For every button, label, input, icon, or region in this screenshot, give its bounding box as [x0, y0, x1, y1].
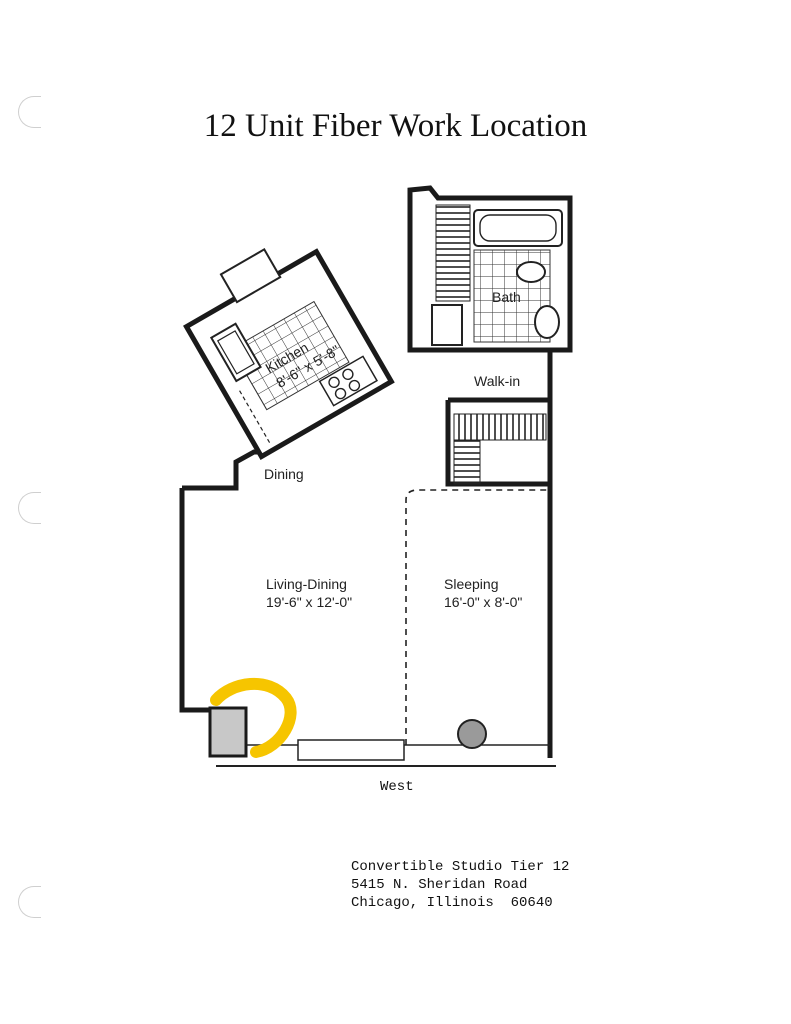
sleeping-size: 16'-0" x 8'-0" [444, 594, 522, 610]
closet-shelving-top [435, 204, 471, 302]
kitchen [183, 248, 395, 460]
binder-hole-top [18, 96, 41, 128]
address-line-1: Convertible Studio Tier 12 [351, 859, 570, 875]
binder-hole-bottom [18, 886, 41, 918]
fiber-location-highlight [210, 678, 297, 758]
address-line-2: 5415 N. Sheridan Road [351, 877, 528, 893]
sleeping-label: Sleeping [444, 576, 499, 592]
binder-hole-middle [18, 492, 41, 524]
bath-label: Bath [492, 289, 521, 305]
walk-in-label: Walk-in [474, 373, 520, 389]
address-block: Convertible Studio Tier 12 5415 N. Sherid… [351, 858, 569, 912]
plant-circle [457, 719, 487, 749]
address-line-3: Chicago, Illinois 60640 [351, 895, 553, 911]
living-label: Living-Dining [266, 576, 347, 592]
walls [179, 185, 573, 758]
bath-fixtures [431, 209, 563, 346]
orientation-label: West [380, 779, 414, 795]
dining-label: Dining [264, 466, 304, 482]
structural-column [208, 706, 248, 758]
living-size: 19'-6" x 12'-0" [266, 594, 352, 610]
window-wall [216, 739, 556, 767]
page-title: 12 Unit Fiber Work Location [203, 108, 588, 144]
walk-in-shelving-left [453, 439, 481, 485]
walk-in-shelving-top [453, 413, 547, 441]
sleeping-partition [405, 489, 548, 745]
